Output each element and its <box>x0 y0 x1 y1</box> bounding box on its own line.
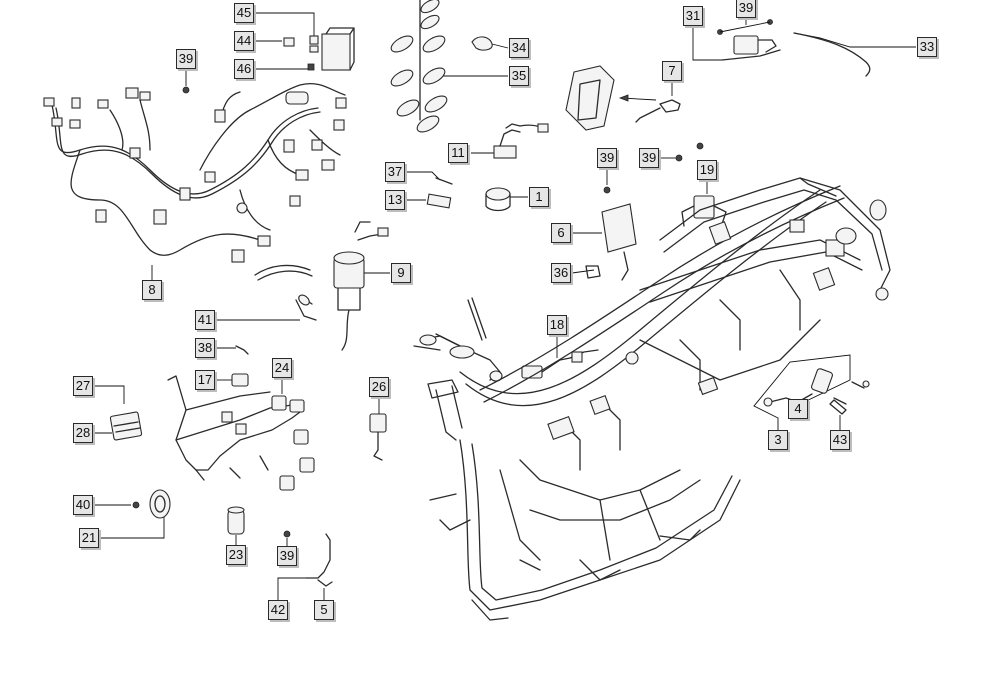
ecu-6 <box>601 203 637 281</box>
callout-13[interactable]: 13 <box>385 190 405 210</box>
sensors-3-4 <box>763 368 870 407</box>
seat-lock <box>565 65 681 131</box>
callout-1[interactable]: 1 <box>529 187 549 207</box>
callout-41[interactable]: 41 <box>195 310 215 330</box>
callout-39-top-left[interactable]: 39 <box>176 49 196 69</box>
callout-3[interactable]: 3 <box>768 430 788 450</box>
callout-40[interactable]: 40 <box>73 495 93 515</box>
callout-34[interactable]: 34 <box>509 38 529 58</box>
callout-24[interactable]: 24 <box>272 358 292 378</box>
callout-31[interactable]: 31 <box>683 6 703 26</box>
callout-42[interactable]: 42 <box>268 600 288 620</box>
plug-18 <box>521 349 599 379</box>
cdi-unit <box>109 411 143 441</box>
callout-39-mid[interactable]: 39 <box>597 148 617 168</box>
bolt-43 <box>829 399 847 415</box>
callout-43[interactable]: 43 <box>830 430 850 450</box>
callout-46[interactable]: 46 <box>234 59 254 79</box>
callout-19[interactable]: 19 <box>697 160 717 180</box>
callout-17[interactable]: 17 <box>195 370 215 390</box>
part-23 <box>227 506 245 535</box>
callout-37[interactable]: 37 <box>385 162 405 182</box>
horn <box>132 489 171 519</box>
callout-8[interactable]: 8 <box>142 280 162 300</box>
leader-lines <box>94 12 916 600</box>
clip-36 <box>585 265 601 279</box>
callout-26[interactable]: 26 <box>369 377 389 397</box>
nuts-39 <box>603 142 704 194</box>
callout-39-right[interactable]: 39 <box>639 148 659 168</box>
socket-1 <box>485 187 511 212</box>
callout-5[interactable]: 5 <box>314 600 334 620</box>
callout-4[interactable]: 4 <box>788 399 808 419</box>
small-parts-17-38 <box>231 345 249 387</box>
callout-27[interactable]: 27 <box>73 376 93 396</box>
ignition-switch <box>295 221 389 351</box>
fuse-box <box>182 27 355 94</box>
wire-harness <box>43 83 347 281</box>
callout-38[interactable]: 38 <box>195 338 215 358</box>
fuses <box>390 0 448 133</box>
regulator-26 <box>369 413 387 461</box>
callout-7[interactable]: 7 <box>662 61 682 81</box>
callout-39-bottom[interactable]: 39 <box>277 546 297 566</box>
callout-33[interactable]: 33 <box>917 37 937 57</box>
callout-44[interactable]: 44 <box>234 31 254 51</box>
relay-19 <box>681 195 727 227</box>
mounting-bracket <box>167 375 315 491</box>
callout-18[interactable]: 18 <box>547 315 567 335</box>
callout-36[interactable]: 36 <box>551 263 571 283</box>
callout-45[interactable]: 45 <box>234 3 254 23</box>
frame <box>413 177 891 621</box>
callout-23[interactable]: 23 <box>226 545 246 565</box>
part-34 <box>471 36 493 51</box>
callout-6[interactable]: 6 <box>551 223 571 243</box>
callout-11[interactable]: 11 <box>448 143 468 163</box>
callout-35[interactable]: 35 <box>509 66 529 86</box>
small-parts-5-39-42 <box>283 530 333 587</box>
callout-9[interactable]: 9 <box>391 263 411 283</box>
throttle-lock <box>717 19 871 77</box>
small-parts-13-37 <box>426 177 453 209</box>
callout-28[interactable]: 28 <box>73 423 93 443</box>
callout-39-top-right[interactable]: 39 <box>736 0 756 18</box>
starter-relay <box>493 123 549 159</box>
callout-21[interactable]: 21 <box>79 528 99 548</box>
